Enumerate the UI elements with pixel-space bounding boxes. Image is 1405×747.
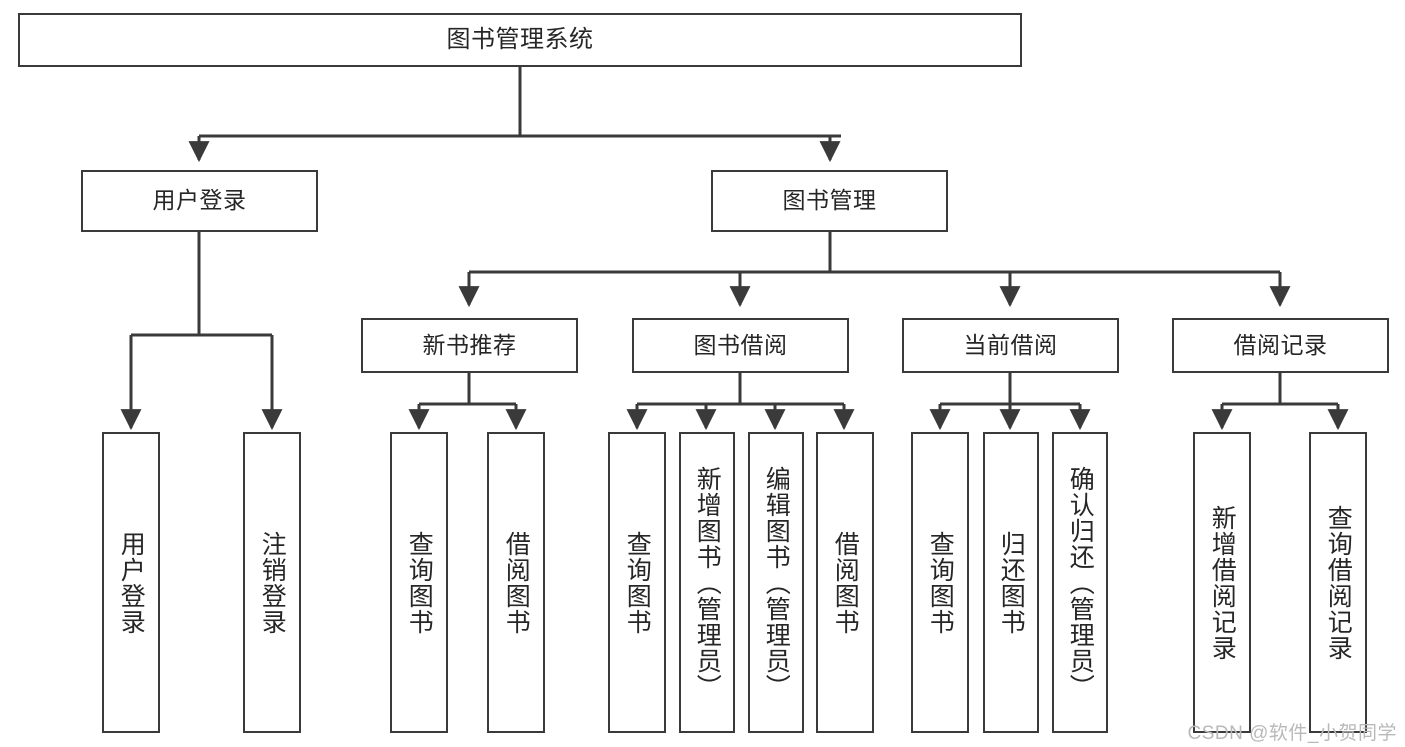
node-book-management-system[interactable]: 图书管理系统 <box>18 13 1022 67</box>
node-label: 用户登录 <box>152 187 247 214</box>
node-label: 新增借阅记录 <box>1208 504 1237 661</box>
watermark-text: CSDN @软件_小贺同学 <box>1187 723 1397 744</box>
node-label: 借阅图书 <box>502 530 531 635</box>
node-label: 查询图书 <box>926 530 955 635</box>
leaf-borrow-book-1[interactable]: 借阅图书 <box>487 432 545 733</box>
node-user-login[interactable]: 用户登录 <box>81 170 318 232</box>
node-label: 图书借阅 <box>693 331 788 358</box>
node-label: 用户登录 <box>117 530 146 635</box>
node-label: 查询图书 <box>623 530 652 635</box>
node-label: 查询图书 <box>405 530 434 635</box>
node-label: 确认归还（管理员） <box>1066 465 1095 700</box>
node-label: 编辑图书（管理员） <box>762 465 791 700</box>
leaf-add-borrow-record[interactable]: 新增借阅记录 <box>1193 432 1251 733</box>
node-label: 当前借阅 <box>963 331 1058 358</box>
node-label: 图书管理系统 <box>446 25 594 53</box>
node-label: 归还图书 <box>997 530 1026 635</box>
node-label: 新增图书（管理员） <box>693 465 722 700</box>
node-current-borrow[interactable]: 当前借阅 <box>902 318 1119 373</box>
node-borrow-record[interactable]: 借阅记录 <box>1172 318 1389 373</box>
node-new-book-recommend[interactable]: 新书推荐 <box>361 318 578 373</box>
leaf-query-book-1[interactable]: 查询图书 <box>390 432 448 733</box>
node-book-borrow[interactable]: 图书借阅 <box>632 318 849 373</box>
leaf-return-book[interactable]: 归还图书 <box>983 432 1039 733</box>
node-book-management[interactable]: 图书管理 <box>711 170 948 232</box>
node-label: 新书推荐 <box>422 331 517 358</box>
leaf-edit-book[interactable]: 编辑图书（管理员） <box>748 432 804 733</box>
node-label: 注销登录 <box>258 530 287 635</box>
leaf-logout-login[interactable]: 注销登录 <box>243 432 301 733</box>
node-label: 借阅图书 <box>831 530 860 635</box>
leaf-query-borrow-record[interactable]: 查询借阅记录 <box>1309 432 1367 733</box>
node-label: 图书管理 <box>782 187 877 214</box>
leaf-confirm-return[interactable]: 确认归还（管理员） <box>1052 432 1108 733</box>
node-label: 借阅记录 <box>1233 331 1328 358</box>
leaf-query-book-3[interactable]: 查询图书 <box>911 432 969 733</box>
leaf-borrow-book-2[interactable]: 借阅图书 <box>816 432 874 733</box>
leaf-user-login[interactable]: 用户登录 <box>102 432 160 733</box>
node-label: 查询借阅记录 <box>1324 504 1353 661</box>
leaf-add-book[interactable]: 新增图书（管理员） <box>679 432 735 733</box>
leaf-query-book-2[interactable]: 查询图书 <box>608 432 666 733</box>
